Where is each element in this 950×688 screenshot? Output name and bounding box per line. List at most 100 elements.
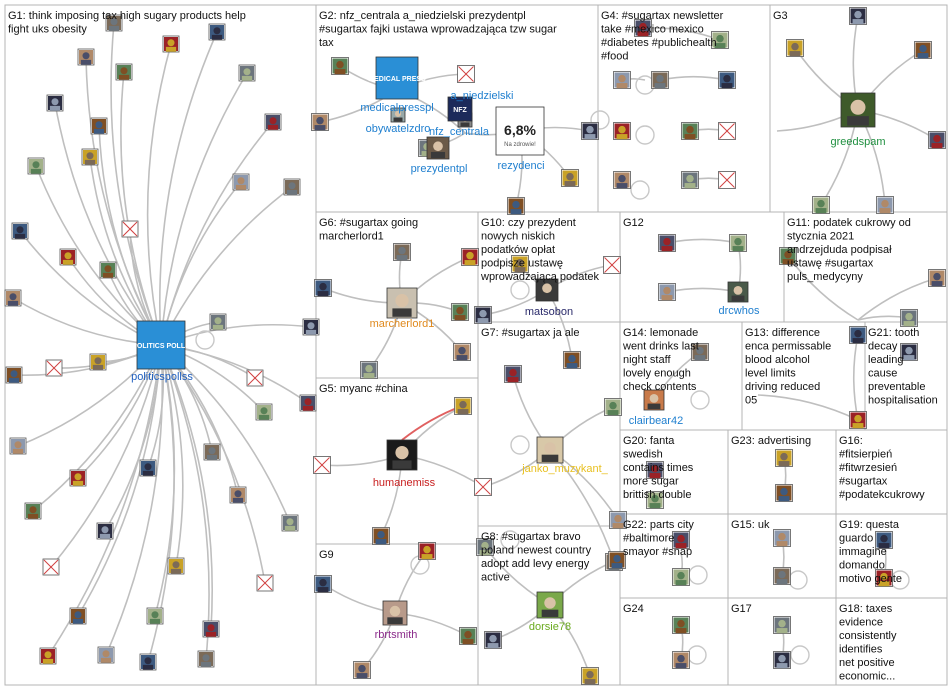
- user-avatar[interactable]: [634, 19, 652, 37]
- user-avatar[interactable]: [39, 647, 57, 665]
- user-avatar[interactable]: [484, 631, 502, 649]
- user-avatar[interactable]: [928, 131, 946, 149]
- user-avatar[interactable]: [331, 57, 349, 75]
- user-avatar[interactable]: [203, 443, 221, 461]
- user-avatar[interactable]: [609, 511, 627, 529]
- user-avatar[interactable]: [96, 522, 114, 540]
- user-avatar[interactable]: [299, 394, 317, 412]
- user-avatar[interactable]: [115, 63, 133, 81]
- user-avatar[interactable]: [613, 171, 631, 189]
- broken-image-node[interactable]: [474, 478, 492, 496]
- user-avatar[interactable]: [672, 616, 690, 634]
- user-avatar[interactable]: [283, 178, 301, 196]
- user-avatar[interactable]: [209, 313, 227, 331]
- user-avatar[interactable]: [928, 269, 946, 287]
- user-avatar[interactable]: [9, 437, 27, 455]
- user-avatar[interactable]: [773, 567, 791, 585]
- user-avatar[interactable]: [4, 289, 22, 307]
- user-avatar[interactable]: [360, 361, 378, 379]
- user-avatar[interactable]: [672, 651, 690, 669]
- node-rbrtsmith[interactable]: [382, 600, 408, 626]
- user-avatar[interactable]: [658, 283, 676, 301]
- user-avatar[interactable]: [613, 122, 631, 140]
- user-avatar[interactable]: [507, 197, 525, 215]
- node-humanemiss[interactable]: [386, 439, 418, 471]
- node-dorsie78[interactable]: [536, 591, 564, 619]
- user-avatar[interactable]: [581, 667, 599, 685]
- user-avatar[interactable]: [46, 94, 64, 112]
- user-avatar[interactable]: [454, 397, 472, 415]
- broken-image-node[interactable]: [457, 65, 475, 83]
- user-avatar[interactable]: [476, 538, 494, 556]
- user-avatar[interactable]: [563, 351, 581, 369]
- user-avatar[interactable]: [876, 196, 894, 214]
- user-avatar[interactable]: [418, 542, 436, 560]
- user-avatar[interactable]: [646, 491, 664, 509]
- node-clairbear42[interactable]: [643, 389, 665, 411]
- user-avatar[interactable]: [202, 620, 220, 638]
- user-avatar[interactable]: [461, 248, 479, 266]
- user-avatar[interactable]: [162, 35, 180, 53]
- user-avatar[interactable]: [779, 247, 797, 265]
- user-avatar[interactable]: [651, 71, 669, 89]
- node-prezydentpl[interactable]: [426, 136, 450, 160]
- user-avatar[interactable]: [681, 171, 699, 189]
- user-avatar[interactable]: [775, 484, 793, 502]
- node-greedspam[interactable]: [840, 92, 876, 128]
- broken-image-node[interactable]: [313, 456, 331, 474]
- user-avatar[interactable]: [11, 222, 29, 240]
- user-avatar[interactable]: [59, 248, 77, 266]
- user-avatar[interactable]: [353, 661, 371, 679]
- broken-image-node[interactable]: [603, 256, 621, 274]
- user-avatar[interactable]: [453, 343, 471, 361]
- node-rezydenci[interactable]: 6,8%Na zdrowie!: [495, 106, 545, 156]
- user-avatar[interactable]: [914, 41, 932, 59]
- user-avatar[interactable]: [718, 71, 736, 89]
- user-avatar[interactable]: [302, 318, 320, 336]
- user-avatar[interactable]: [773, 651, 791, 669]
- user-avatar[interactable]: [314, 575, 332, 593]
- user-avatar[interactable]: [875, 569, 893, 587]
- user-avatar[interactable]: [608, 551, 626, 569]
- user-avatar[interactable]: [77, 48, 95, 66]
- user-avatar[interactable]: [459, 627, 477, 645]
- node-marcherlord1[interactable]: [386, 287, 418, 319]
- user-avatar[interactable]: [646, 461, 664, 479]
- node-nfz-centrala[interactable]: NFZ: [447, 96, 473, 122]
- user-avatar[interactable]: [90, 117, 108, 135]
- user-avatar[interactable]: [900, 343, 918, 361]
- node-janko-muzykant-[interactable]: [536, 436, 564, 464]
- user-avatar[interactable]: [89, 353, 107, 371]
- user-avatar[interactable]: [255, 403, 273, 421]
- user-avatar[interactable]: [775, 449, 793, 467]
- broken-image-node[interactable]: [45, 359, 63, 377]
- user-avatar[interactable]: [812, 196, 830, 214]
- user-avatar[interactable]: [849, 411, 867, 429]
- broken-image-node[interactable]: [718, 171, 736, 189]
- user-avatar[interactable]: [849, 326, 867, 344]
- user-avatar[interactable]: [474, 306, 492, 324]
- user-avatar[interactable]: [875, 531, 893, 549]
- user-avatar[interactable]: [238, 64, 256, 82]
- user-avatar[interactable]: [314, 279, 332, 297]
- user-avatar[interactable]: [146, 607, 164, 625]
- node-politicspollss[interactable]: POLITICS POLLS: [132, 320, 190, 370]
- user-avatar[interactable]: [311, 113, 329, 131]
- user-avatar[interactable]: [451, 303, 469, 321]
- user-avatar[interactable]: [773, 616, 791, 634]
- user-avatar[interactable]: [613, 71, 631, 89]
- user-avatar[interactable]: [729, 234, 747, 252]
- node-drcwhos[interactable]: [727, 281, 749, 303]
- user-avatar[interactable]: [658, 234, 676, 252]
- user-avatar[interactable]: [24, 502, 42, 520]
- user-avatar[interactable]: [691, 343, 709, 361]
- user-avatar[interactable]: [511, 255, 529, 273]
- user-avatar[interactable]: [786, 39, 804, 57]
- user-avatar[interactable]: [672, 568, 690, 586]
- user-avatar[interactable]: [197, 650, 215, 668]
- user-avatar[interactable]: [139, 459, 157, 477]
- user-avatar[interactable]: [5, 366, 23, 384]
- user-avatar[interactable]: [504, 365, 522, 383]
- broken-image-node[interactable]: [246, 369, 264, 387]
- user-avatar[interactable]: [139, 653, 157, 671]
